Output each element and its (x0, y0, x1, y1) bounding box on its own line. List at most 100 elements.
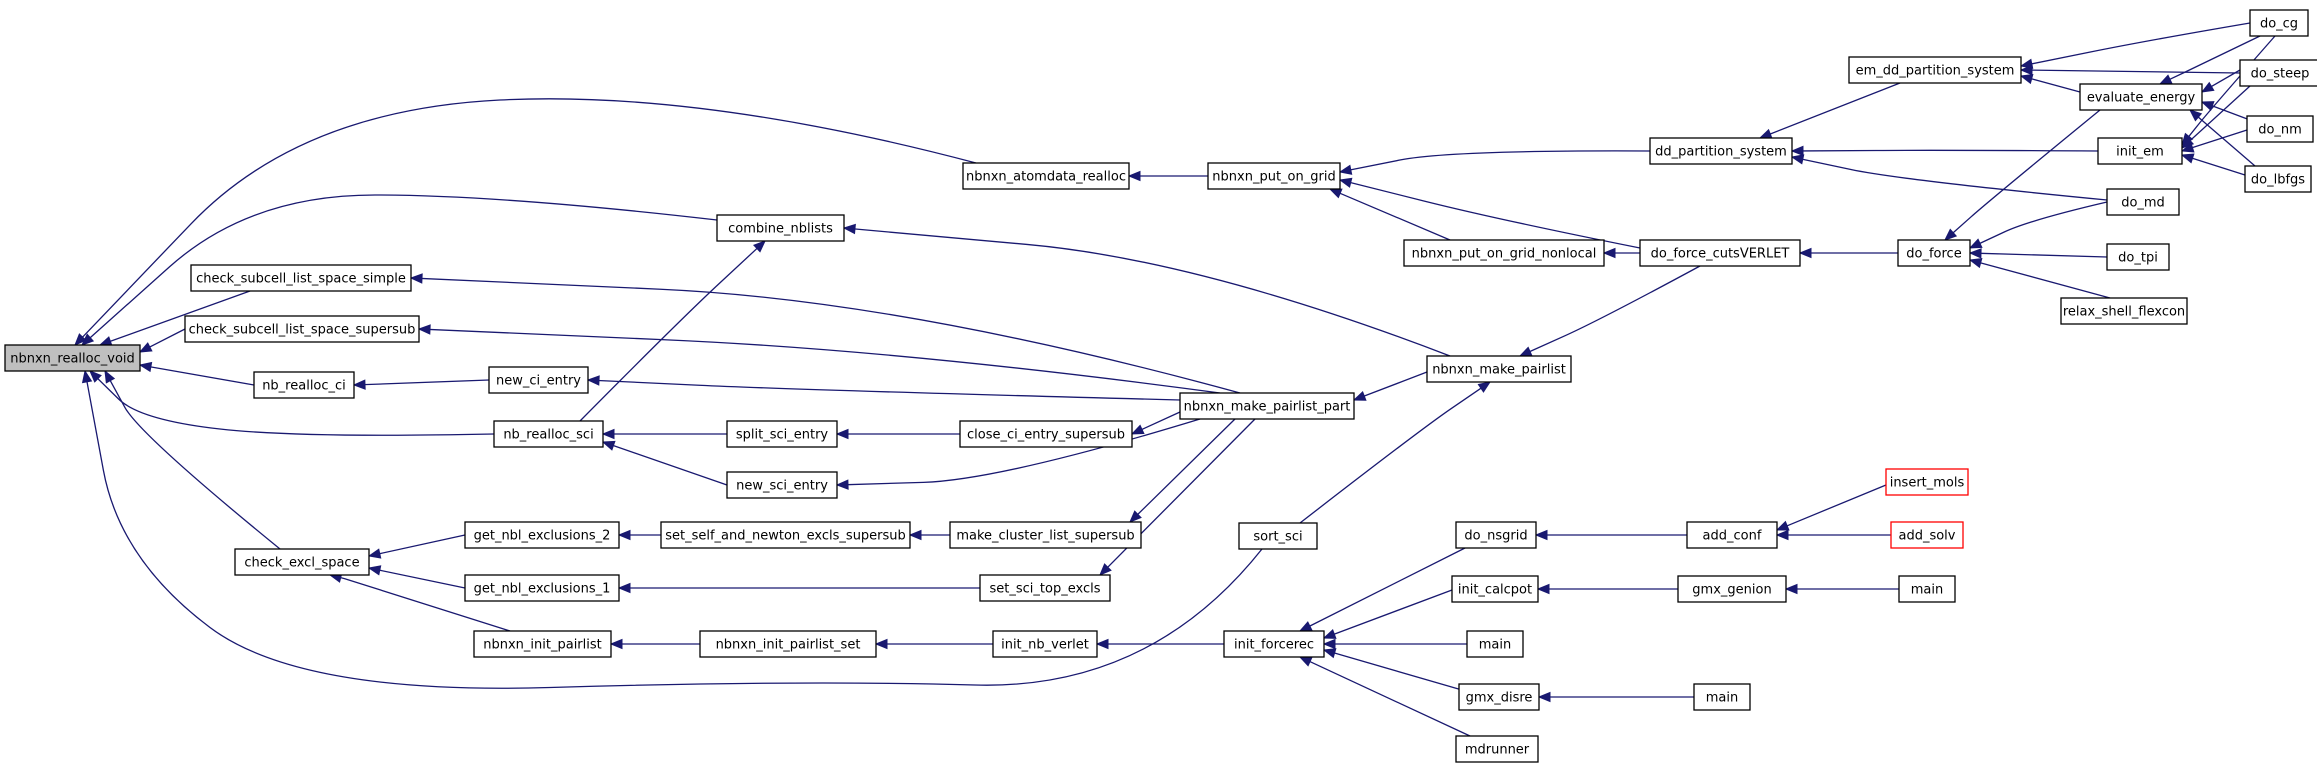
node-box (234, 548, 370, 576)
node-nbnxn-init-pairlist[interactable]: nbnxn_init_pairlist (473, 630, 612, 658)
node-label: get_nbl_exclusions_2 (474, 529, 611, 544)
node-box (1426, 355, 1572, 383)
node-init-em[interactable]: init_em (2097, 137, 2183, 165)
call-edge-split_sci_entry-to-nb_realloc_sci (601, 428, 727, 440)
node-nb-realloc-ci[interactable]: nb_realloc_ci (253, 371, 355, 399)
node-do-force[interactable]: do_force (1897, 239, 1971, 267)
node-check-subcell-list-space-simple[interactable]: check_subcell_list_space_simple (190, 264, 412, 292)
node-main-b[interactable]: main (1898, 575, 1956, 603)
node-box (660, 521, 911, 549)
edge-line (853, 228, 1451, 357)
node-init-forcerec[interactable]: init_forcerec (1223, 630, 1325, 658)
node-box (190, 264, 412, 292)
node-nbnxn-put-on-grid-nonlocal[interactable]: nbnxn_put_on_grid_nonlocal (1403, 239, 1605, 267)
node-nbnxn-make-pairlist[interactable]: nbnxn_make_pairlist (1426, 355, 1572, 383)
node-check-excl-space[interactable]: check_excl_space (234, 548, 370, 576)
edge-arrowhead (1127, 170, 1141, 182)
edge-arrowhead (417, 324, 431, 335)
edge-arrowhead (1775, 529, 1789, 541)
node-do-nm[interactable]: do_nm (2246, 115, 2314, 143)
node-label: sort_sci (1253, 530, 1302, 545)
edge-arrowhead (1968, 238, 1983, 249)
call-edge-init_forcerec-to-init_nb_verlet (1095, 638, 1224, 650)
node-split-sci-entry[interactable]: split_sci_entry (726, 420, 838, 448)
node-combine-nblists[interactable]: combine_nblists (716, 214, 845, 242)
call-edge-check_excl_space-to-nbnxn_realloc_void (104, 369, 281, 550)
node-do-lbfgs[interactable]: do_lbfgs (2244, 165, 2312, 193)
node-main-a[interactable]: main (1466, 630, 1524, 658)
node-em-dd-partition-system[interactable]: em_dd_partition_system (1848, 56, 2022, 84)
node-set-sci-top-excls[interactable]: set_sci_top_excls (979, 574, 1111, 602)
edge-arrowhead (835, 479, 849, 490)
node-get-nbl-exclusions-1[interactable]: get_nbl_exclusions_1 (464, 574, 620, 602)
call-edge-nbnxn_put_on_grid_nonlocal-to-nbnxn_put_on_grid (1328, 188, 1451, 241)
edge-line (2191, 129, 2248, 149)
node-box (1649, 137, 1793, 165)
node-nbnxn-atomdata-realloc[interactable]: nbnxn_atomdata_realloc (962, 162, 1130, 190)
node-label: do_nsgrid (1464, 529, 1527, 544)
node-do-tpi[interactable]: do_tpi (2106, 243, 2170, 271)
node-label: init_forcerec (1234, 638, 1314, 653)
edge-line (1801, 149, 2099, 152)
call-edge-relax_shell_flexcon-to-do_force (1968, 257, 2111, 299)
node-make-cluster-list-supersub[interactable]: make_cluster_list_supersub (949, 521, 1142, 549)
node-label: make_cluster_list_supersub (956, 529, 1134, 544)
node-nbnxn-init-pairlist-set[interactable]: nbnxn_init_pairlist_set (699, 630, 877, 658)
edge-arrowhead (1944, 228, 1958, 241)
call-edge-insert_mols-to-add_conf (1775, 484, 1887, 531)
node-label: init_calcpot (1458, 583, 1532, 598)
node-box (1890, 521, 1964, 549)
node-new-sci-entry[interactable]: new_sci_entry (726, 471, 838, 499)
node-main-c[interactable]: main (1693, 683, 1751, 711)
edge-arrowhead (2180, 153, 2195, 164)
call-edge-get_nbl_exclusions_2-to-check_excl_space (367, 534, 466, 559)
edge-arrowhead (367, 548, 382, 559)
node-check-subcell-list-space-supersub[interactable]: check_subcell_list_space_supersub (184, 315, 420, 343)
node-do-force-cutsVERLET[interactable]: do_force_cutsVERLET (1639, 239, 1801, 267)
node-init-nb-verlet[interactable]: init_nb_verlet (992, 630, 1098, 658)
node-label: main (1706, 691, 1738, 706)
node-do-nsgrid[interactable]: do_nsgrid (1455, 521, 1537, 549)
node-add-solv[interactable]: add_solv (1890, 521, 1964, 549)
edge-line (109, 379, 281, 550)
node-nbnxn-put-on-grid[interactable]: nbnxn_put_on_grid (1207, 162, 1341, 190)
node-box (1885, 468, 1969, 496)
node-evaluate-energy[interactable]: evaluate_energy (2079, 83, 2203, 111)
call-edge-evaluate_energy-to-em_dd_partition_system (2019, 73, 2081, 93)
node-label: dd_partition_system (1655, 145, 1787, 160)
node-init-calcpot[interactable]: init_calcpot (1451, 575, 1539, 603)
node-relax-shell-flexcon[interactable]: relax_shell_flexcon (2060, 297, 2188, 325)
node-get-nbl-exclusions-2[interactable]: get_nbl_exclusions_2 (464, 521, 620, 549)
node-do-cg[interactable]: do_cg (2249, 9, 2309, 37)
node-sort-sci[interactable]: sort_sci (1238, 522, 1318, 550)
call-edge-init_em-to-dd_partition_system (1790, 145, 2099, 157)
call-edge-check_subcell_list_space_supersub-to-nbnxn_realloc_void (138, 328, 186, 353)
node-insert-mols[interactable]: insert_mols (1885, 468, 1969, 496)
node-nbnxn-make-pairlist-part[interactable]: nbnxn_make_pairlist_part (1179, 392, 1355, 420)
node-set-self-and-newton-excls-supersub[interactable]: set_self_and_newton_excls_supersub (660, 521, 911, 549)
edge-arrowhead (1298, 656, 1313, 667)
call-edge-combine_nblists-to-nbnxn_realloc_void (81, 194, 718, 346)
node-mdrunner[interactable]: mdrunner (1455, 735, 1539, 763)
node-box (699, 630, 877, 658)
node-gmx-disre[interactable]: gmx_disre (1458, 683, 1540, 711)
edge-line (1979, 261, 2111, 299)
node-new-ci-entry[interactable]: new_ci_entry (488, 366, 589, 394)
node-nb-realloc-sci[interactable]: nb_realloc_sci (493, 420, 604, 448)
edge-arrowhead (617, 582, 631, 594)
node-nbnxn-realloc-void: nbnxn_realloc_void (4, 344, 141, 372)
node-do-steep[interactable]: do_steep (2239, 59, 2317, 87)
node-close-ci-entry-supersub[interactable]: close_ci_entry_supersub (959, 420, 1133, 448)
node-gmx-genion[interactable]: gmx_genion (1677, 575, 1787, 603)
node-add-conf[interactable]: add_conf (1686, 521, 1778, 549)
call-edge-do_steep-to-em_dd_partition_system (2019, 64, 2241, 76)
node-label: check_subcell_list_space_simple (196, 272, 406, 287)
node-label: relax_shell_flexcon (2063, 305, 2185, 320)
node-label: do_force (1906, 247, 1961, 262)
edge-line (1333, 652, 1463, 691)
node-do-md[interactable]: do_md (2106, 188, 2180, 216)
edge-arrowhead (1130, 424, 1145, 435)
node-label: init_nb_verlet (1001, 638, 1089, 653)
node-dd-partition-system[interactable]: dd_partition_system (1649, 137, 1793, 165)
edge-line (2191, 157, 2246, 176)
